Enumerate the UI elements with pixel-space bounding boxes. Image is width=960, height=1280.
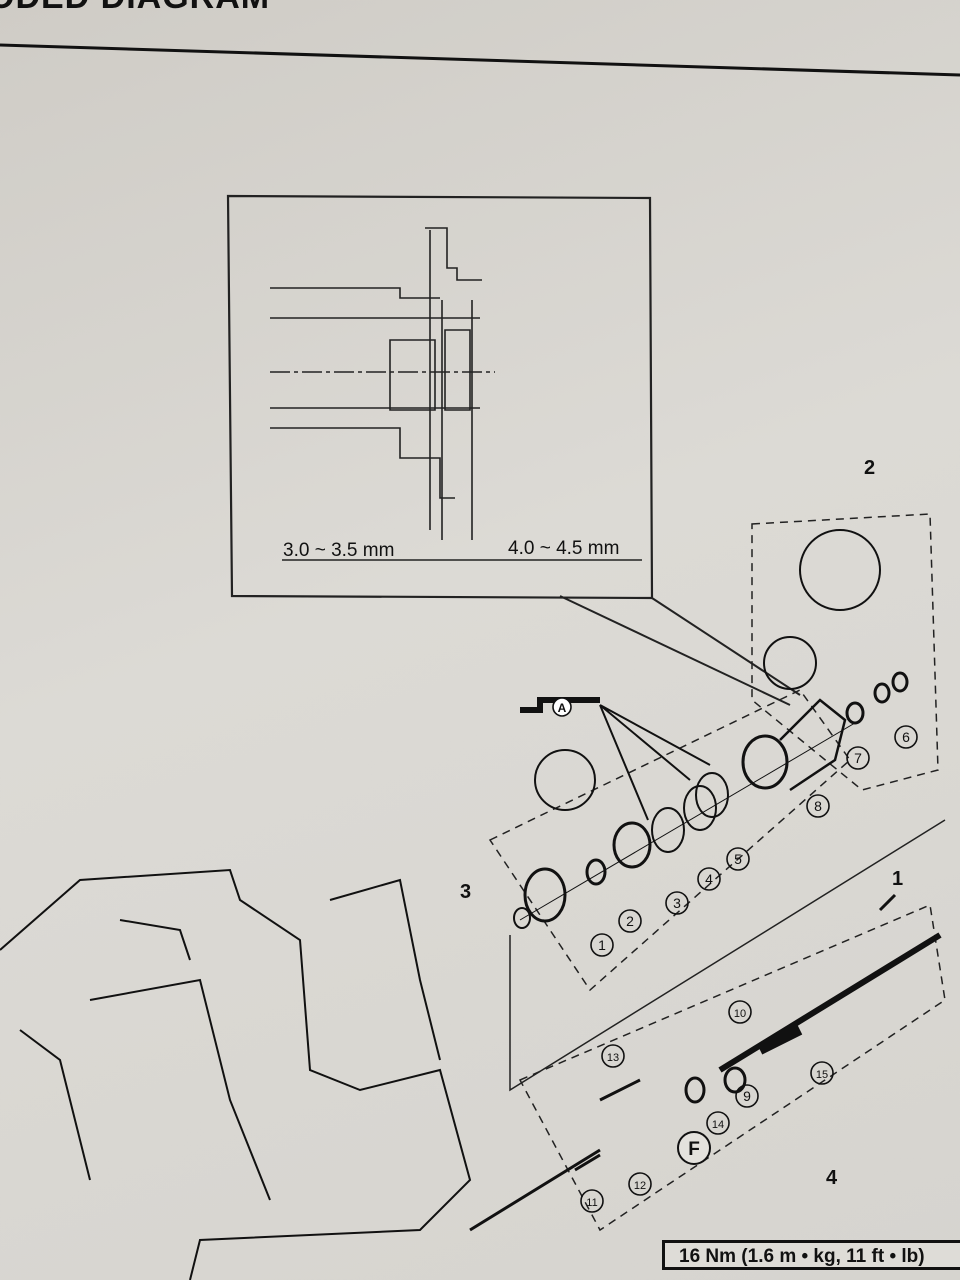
part-label-1: 1 — [590, 933, 614, 957]
o-ring-4 — [651, 807, 685, 853]
callout-2: 2 — [864, 457, 875, 479]
svg-text:2: 2 — [626, 913, 634, 929]
washer-part — [513, 907, 531, 929]
svg-text:6: 6 — [902, 729, 910, 745]
svg-text:11: 11 — [586, 1197, 597, 1209]
svg-text:12: 12 — [634, 1180, 646, 1192]
svg-text:5: 5 — [734, 851, 742, 867]
part-label-11: 11 — [580, 1189, 604, 1213]
svg-text:A: A — [558, 701, 567, 715]
callout-3: 3 — [460, 881, 471, 903]
part-label-5: 5 — [726, 847, 750, 871]
part-label-6: 6 — [894, 725, 918, 749]
dimension-left: 3.0 ~ 3.5 mm — [283, 540, 394, 561]
dimension-right: 4.0 ~ 4.5 mm — [508, 538, 619, 559]
part-number-labels: 1 2 3 4 5 6 7 8 9 10 11 12 13 14 15 — [580, 725, 918, 1213]
svg-text:7: 7 — [854, 750, 862, 766]
parts-drawing — [0, 529, 942, 1280]
part-label-10: 10 — [728, 1000, 752, 1024]
bearing-part — [612, 821, 652, 869]
inset-detail — [226, 194, 801, 706]
part-label-2: 2 — [618, 909, 642, 933]
callout-4: 4 — [826, 1167, 838, 1189]
part-label-9: 9 — [735, 1084, 759, 1108]
torque-spec-box: 16 Nm (1.6 m • kg, 11 ft • lb) — [662, 1240, 960, 1270]
svg-text:14: 14 — [712, 1119, 724, 1131]
part-label-12: 12 — [628, 1172, 652, 1196]
part-label-15: 15 — [810, 1061, 834, 1085]
part-label-14: 14 — [706, 1111, 730, 1135]
svg-text:9: 9 — [743, 1088, 751, 1104]
part-label-8: 8 — [806, 794, 830, 818]
part-label-13: 13 — [601, 1044, 625, 1068]
group-box-2 — [751, 513, 939, 791]
bracket-line — [509, 819, 946, 1092]
header-rule — [0, 43, 960, 77]
group-box-3 — [488, 689, 852, 992]
shim-part — [585, 858, 607, 886]
callout-1: 1 — [892, 868, 903, 890]
group-box-4 — [518, 903, 946, 1232]
svg-text:1: 1 — [598, 937, 606, 953]
part-label-4: 4 — [697, 867, 721, 891]
svg-text:13: 13 — [607, 1052, 619, 1064]
symbol-f: F — [677, 1131, 711, 1165]
bevel-gear-part — [523, 867, 567, 923]
part-label-7: 7 — [846, 746, 870, 770]
svg-text:8: 8 — [814, 798, 822, 814]
o-ring-5b — [695, 772, 729, 818]
o-ring-5a — [683, 785, 717, 831]
svg-text:F: F — [688, 1139, 700, 1160]
part-label-3: 3 — [665, 891, 689, 915]
svg-text:4: 4 — [705, 871, 713, 887]
grease-symbol-a: A — [552, 697, 572, 717]
svg-text:10: 10 — [734, 1008, 746, 1020]
svg-text:3: 3 — [673, 895, 681, 911]
svg-text:15: 15 — [816, 1069, 828, 1081]
page-title: ODED DIAGRAM — [0, 0, 270, 17]
bearing-housing-part — [741, 734, 789, 790]
